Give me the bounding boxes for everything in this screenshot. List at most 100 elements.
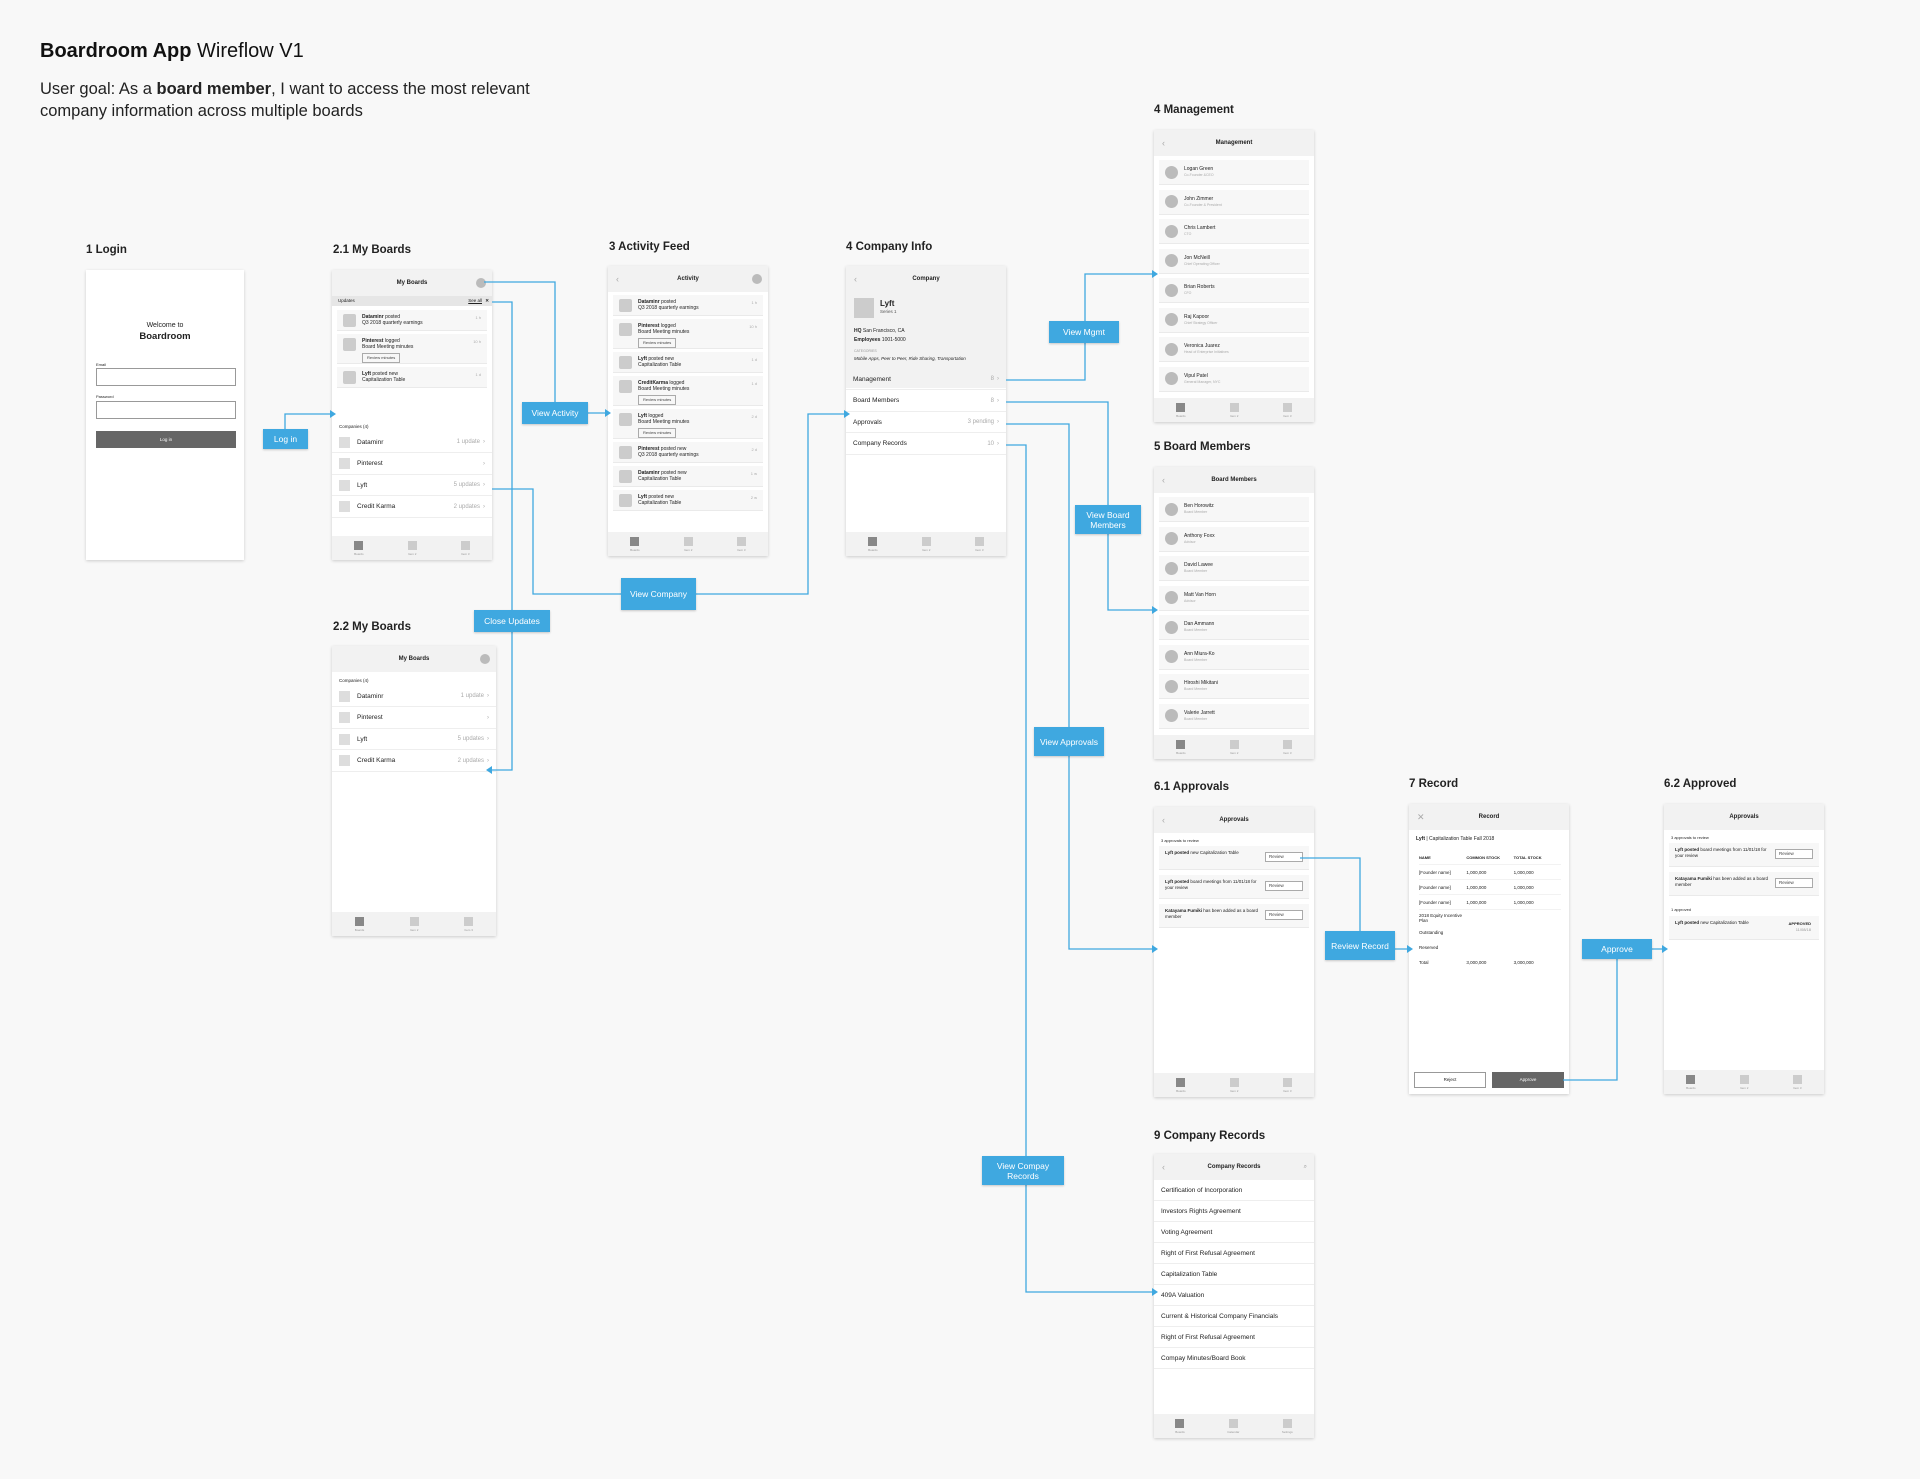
tab-item[interactable]: Boards [868,536,878,552]
back-icon[interactable]: ‹ [1162,475,1165,485]
login-button[interactable]: Log in [96,431,236,448]
tab-item[interactable]: Boards [355,916,364,932]
record-item[interactable]: Investors Rights Agreement [1154,1201,1314,1222]
avatar[interactable] [752,274,762,284]
tab-item[interactable]: Item 2 [1229,1077,1239,1093]
tab-item[interactable]: Boards [1175,1418,1185,1434]
search-icon[interactable]: ⌕ [1303,1164,1307,1170]
tab-item[interactable]: Calendar [1227,1418,1239,1434]
email-field[interactable] [96,368,236,386]
tab-item[interactable]: Item 3 [464,916,474,932]
tab-item[interactable]: Boards [630,536,640,552]
tab-item[interactable]: Item 3 [460,540,470,556]
back-icon[interactable]: ‹ [1162,815,1165,825]
avatar[interactable] [480,654,490,664]
tab-item[interactable]: Item 2 [1229,739,1239,755]
back-icon[interactable]: ‹ [616,274,619,284]
avatar[interactable] [476,278,486,288]
tab-item[interactable]: Item 2 [683,536,693,552]
reject-button[interactable]: Reject [1414,1072,1486,1088]
review-minutes-button[interactable]: Review minutes [638,428,677,438]
tab-item[interactable]: Boards [354,540,364,556]
tab-item[interactable]: Boards [1686,1074,1696,1090]
tab-item[interactable]: Item 2 [1739,1074,1749,1090]
tab-item[interactable]: Item 2 [407,540,417,556]
review-button[interactable]: Review [1265,852,1303,862]
password-field[interactable] [96,401,236,419]
record-item[interactable]: Right of First Refusal Agreement [1154,1243,1314,1264]
review-minutes-button[interactable]: Review minutes [638,338,677,348]
back-icon[interactable]: ‹ [854,274,857,284]
back-icon[interactable]: ‹ [1162,1162,1165,1172]
review-button[interactable]: Review [1265,881,1303,891]
record-item[interactable]: Capitalization Table [1154,1264,1314,1285]
tab-item[interactable]: Boards [1176,402,1186,418]
tab-item[interactable]: Item 3 [1792,1074,1802,1090]
company-row[interactable]: Pinterest› [332,454,492,475]
record-item[interactable]: Right of First Refusal Agreement [1154,1327,1314,1348]
company-row[interactable]: Pinterest› [332,708,496,729]
review-minutes-button[interactable]: Review minutes [362,353,401,363]
tab-item[interactable]: Item 2 [921,536,931,552]
review-minutes-button[interactable]: Review minutes [638,395,677,405]
review-button[interactable]: Review [1775,878,1813,888]
tab-item[interactable]: Item 3 [1282,402,1292,418]
review-button[interactable]: Review [1775,849,1813,859]
record-item[interactable]: Compay Minutes/Board Book [1154,1348,1314,1369]
record-item[interactable]: Voting Agreement [1154,1222,1314,1243]
tab-item[interactable]: Item 2 [409,916,419,932]
tab-item[interactable]: Item 3 [1282,1077,1292,1093]
close-icon[interactable]: ✕ [1417,812,1425,822]
tab-item[interactable]: Settings [1282,1418,1293,1434]
approve-button[interactable]: Approve [1492,1072,1564,1088]
tab-item[interactable]: Item 3 [1282,739,1292,755]
tab-item[interactable]: Item 3 [736,536,746,552]
record-item[interactable]: Current & Historical Company Financials [1154,1306,1314,1327]
review-button[interactable]: Review [1265,910,1303,920]
tab-item[interactable]: Boards [1176,1077,1186,1093]
back-icon[interactable]: ‹ [1162,138,1165,148]
tab-item[interactable]: Item 3 [974,536,984,552]
tab-item[interactable]: Boards [1176,739,1186,755]
tab-item[interactable]: Item 2 [1229,402,1239,418]
close-icon[interactable]: ✕ [485,298,489,303]
record-item[interactable]: Certification of Incorporation [1154,1180,1314,1201]
record-item[interactable]: 409A Valuation [1154,1285,1314,1306]
see-all-link[interactable]: See all [468,298,482,303]
